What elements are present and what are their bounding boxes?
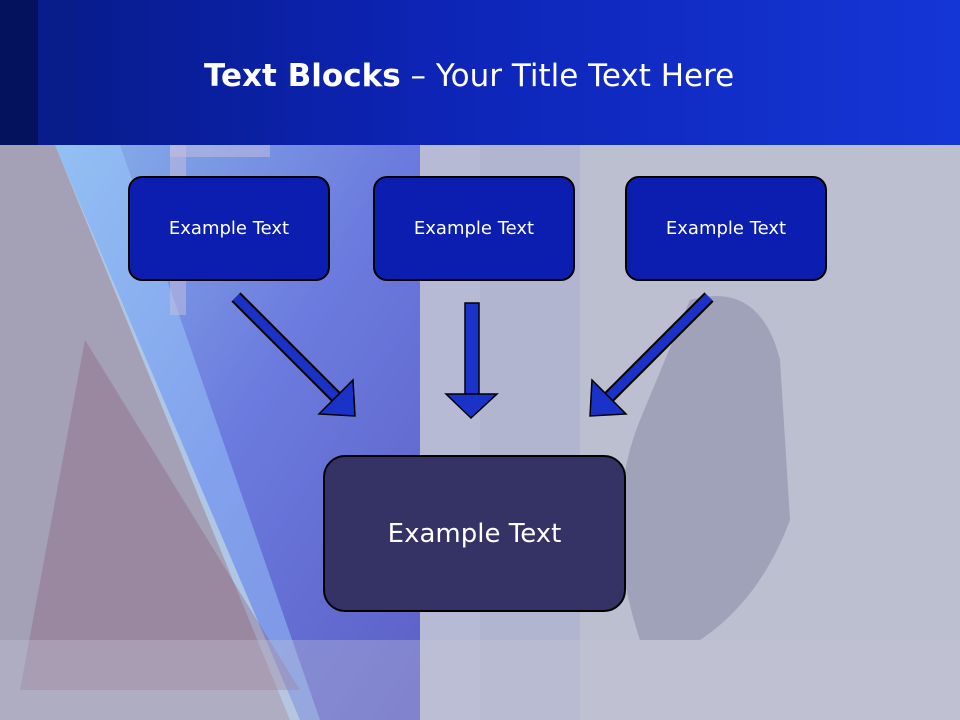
top-text-box-2[interactable]: Example Text — [373, 176, 575, 281]
bottom-text-box[interactable]: Example Text — [323, 455, 626, 612]
header-accent-stripe — [38, 0, 75, 145]
arrow-down-icon — [444, 302, 499, 420]
header-accent-stripe — [0, 0, 38, 145]
top-text-box-label: Example Text — [413, 218, 535, 239]
bottom-text-box-label: Example Text — [387, 518, 562, 549]
arrow-down-right-icon — [231, 292, 356, 417]
slide-title-bold: Text Blocks — [204, 58, 401, 94]
slide-title-rest: – Your Title Text Here — [400, 58, 735, 94]
top-text-box-3[interactable]: Example Text — [625, 176, 827, 281]
top-text-box-label: Example Text — [665, 218, 787, 239]
top-text-box-label: Example Text — [168, 218, 290, 239]
slide-title: Text Blocks – Your Title Text Here — [204, 54, 734, 98]
arrow-down-left-icon — [589, 292, 714, 417]
title-bar: Text Blocks – Your Title Text Here — [0, 0, 960, 145]
top-text-box-1[interactable]: Example Text — [128, 176, 330, 281]
